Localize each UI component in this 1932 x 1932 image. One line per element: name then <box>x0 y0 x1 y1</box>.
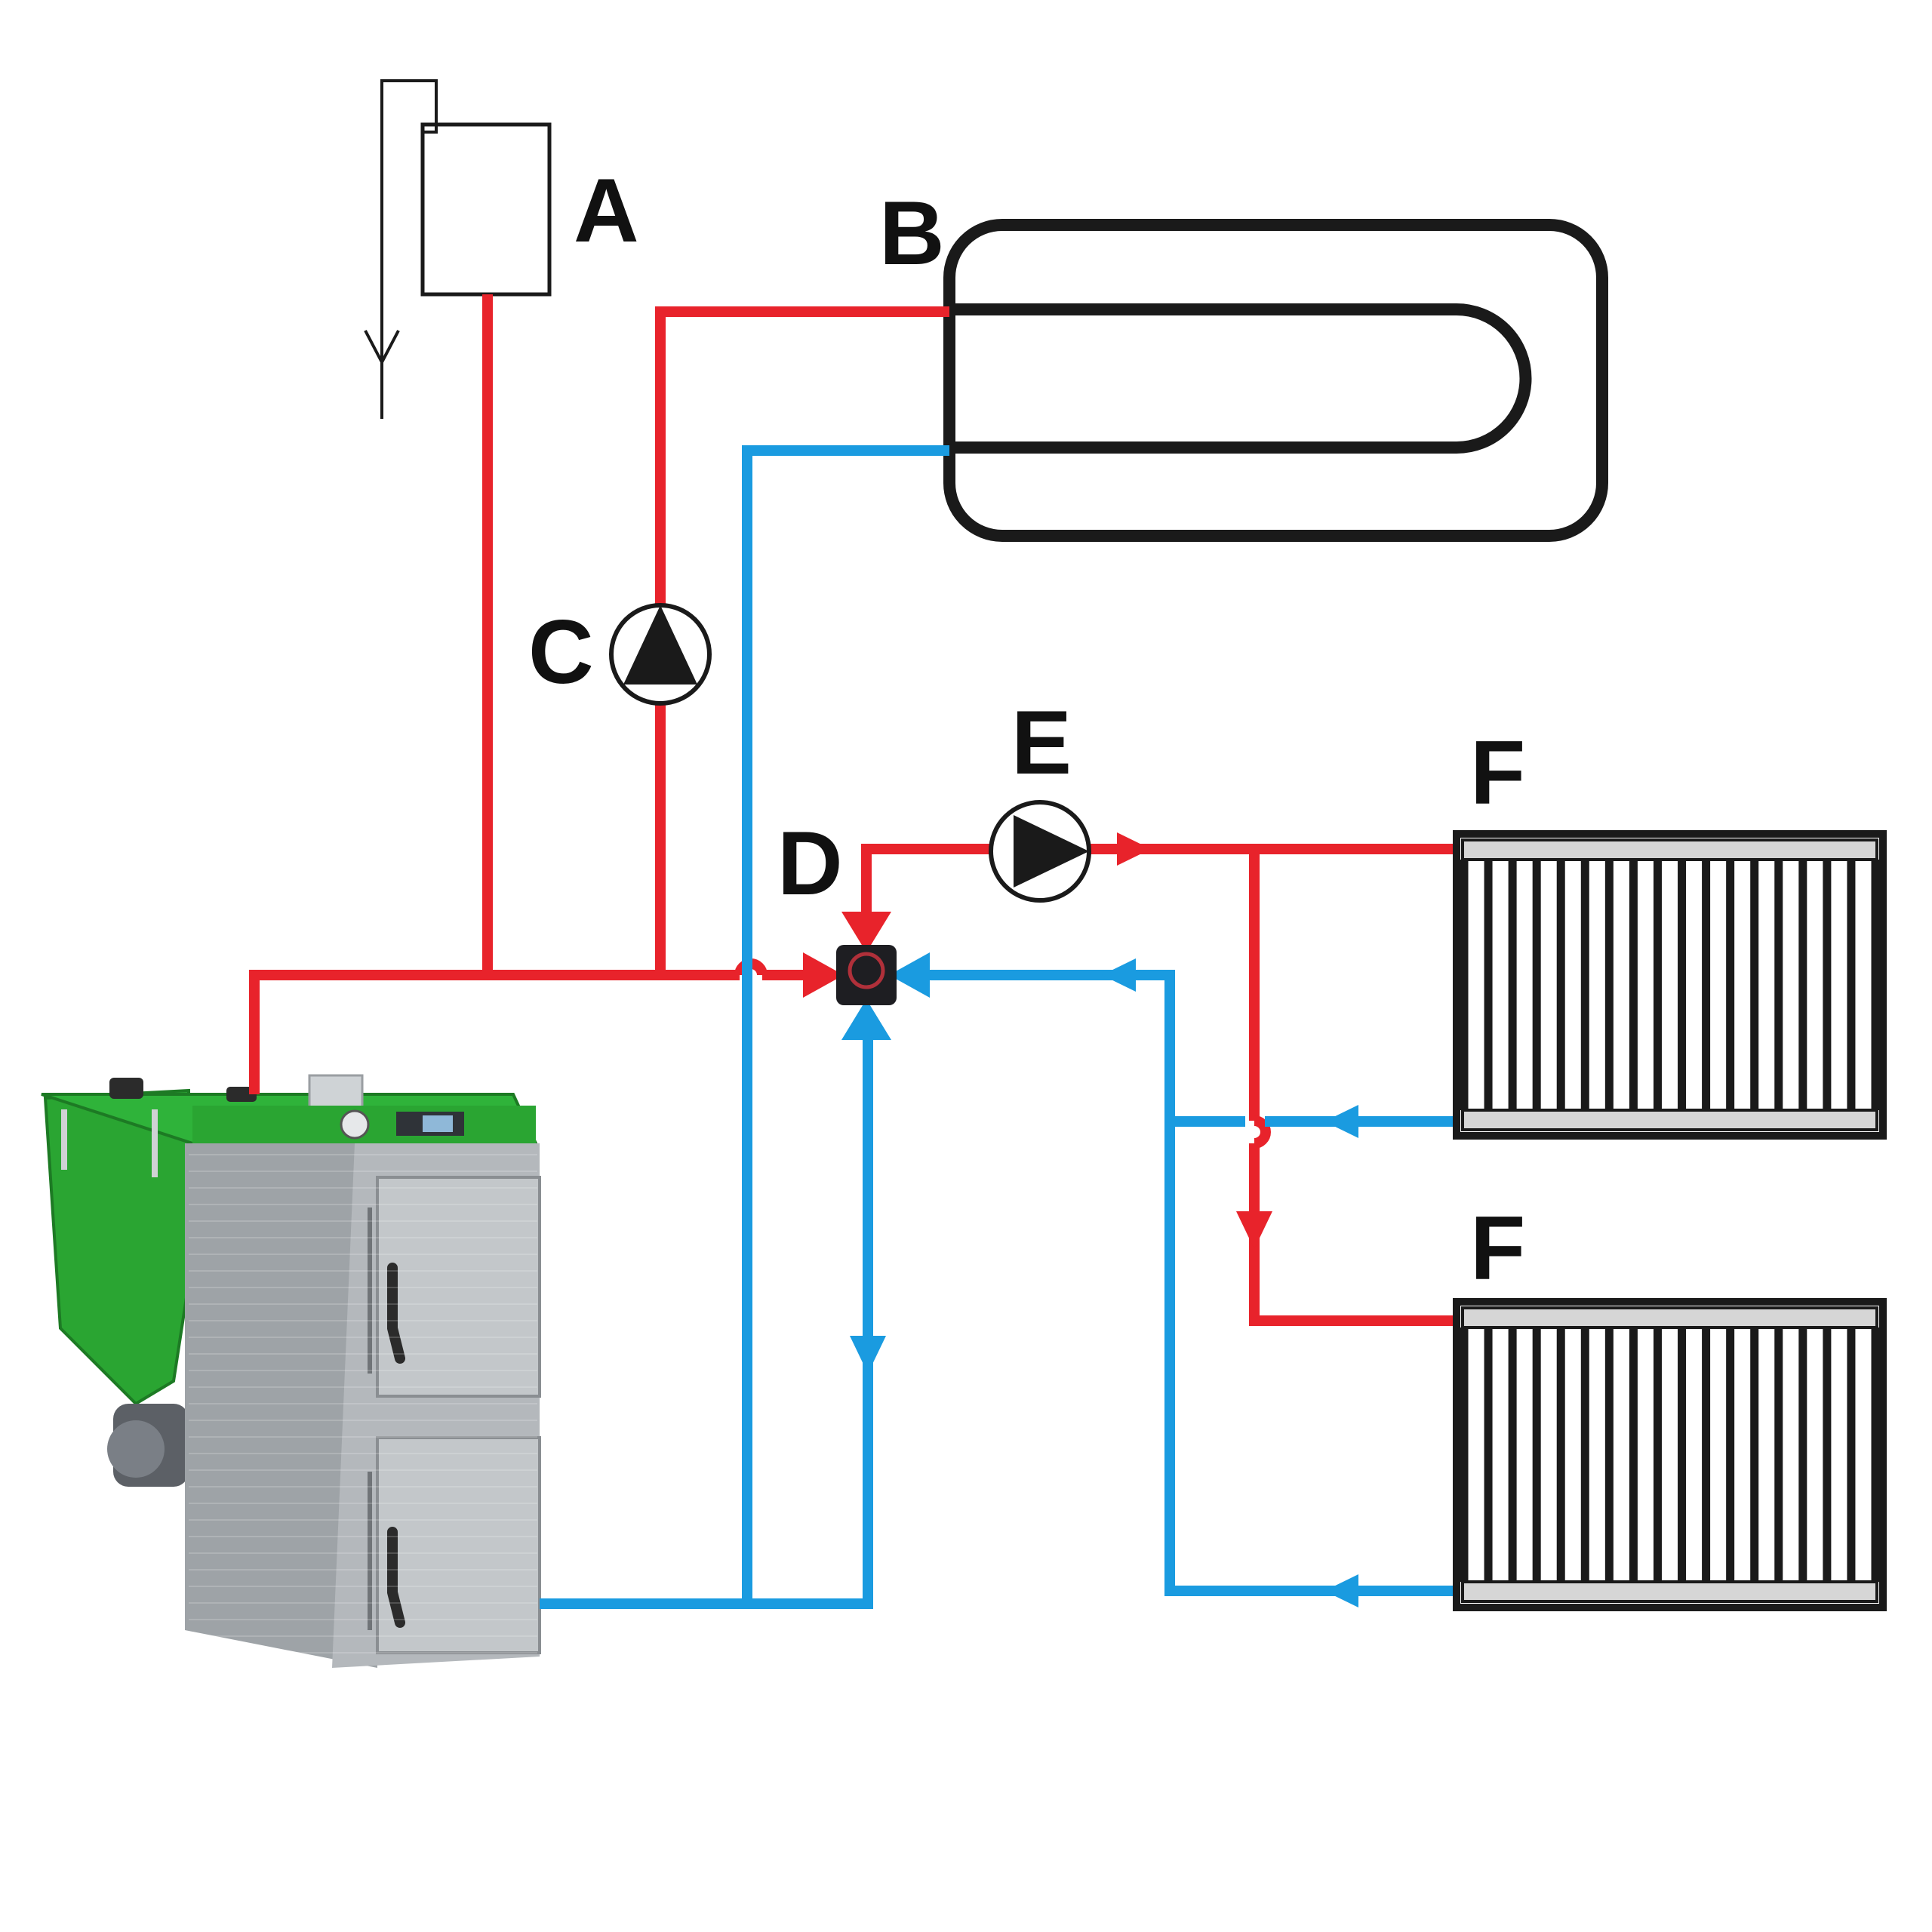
radiator-upper-top-header <box>1461 838 1878 861</box>
radiator-lower: F <box>1453 1198 1887 1611</box>
hot-pipes <box>249 294 1457 1326</box>
hot-water-cylinder: B <box>879 183 1608 542</box>
boiler-burner-motor <box>107 1420 165 1478</box>
boiler-texture <box>189 1154 537 1654</box>
radiator-upper-bottom-header <box>1461 1109 1878 1131</box>
label-f-lower: F <box>1470 1198 1525 1299</box>
label-d: D <box>777 813 843 914</box>
radiator-lower-top-header <box>1461 1306 1878 1329</box>
flow-arrows <box>850 832 1358 1607</box>
arrow-cold-left <box>1102 958 1136 992</box>
pump-e-triangle-icon <box>1014 815 1089 888</box>
overflow-pipe-end <box>364 330 400 366</box>
label-b: B <box>879 183 945 284</box>
radiator-lower-frame <box>1453 1298 1887 1611</box>
valve-knob-icon <box>848 952 885 989</box>
valve-port-left <box>803 952 844 998</box>
mixing-valve-d: D <box>777 813 930 1040</box>
arrow-cold-left <box>1324 1574 1358 1607</box>
radiator-riser-hop <box>1254 1115 1271 1149</box>
cylinder-flow-pipe <box>655 306 949 975</box>
radiator-lower-bottom-header <box>1461 1580 1878 1603</box>
boiler-flow-pipe <box>249 970 740 1094</box>
pump-e: E <box>989 692 1091 903</box>
boiler-controller-screen <box>423 1115 453 1132</box>
cylinder-coil <box>949 303 1532 454</box>
door-handle <box>387 1527 405 1628</box>
lid-handle <box>109 1078 143 1099</box>
boiler-thermometer <box>340 1109 370 1140</box>
arrow-cold-left <box>1324 1105 1358 1138</box>
pump-c: C <box>528 601 712 706</box>
radiator-lower-flow <box>1249 1143 1457 1326</box>
boiler-side-panel <box>185 1143 377 1668</box>
door-handle <box>387 1263 405 1364</box>
boiler-flue <box>308 1074 364 1109</box>
label-e: E <box>1011 692 1072 793</box>
arrow-hot-right <box>1117 832 1151 866</box>
expansion-tank-body <box>420 122 552 297</box>
valve-port-top <box>841 912 891 952</box>
expansion-tank: A <box>364 79 639 419</box>
valve-port-bottom <box>841 999 891 1040</box>
pump-c-triangle-icon <box>623 605 697 685</box>
radiator-upper: F <box>1453 722 1887 1140</box>
label-a: A <box>574 160 639 261</box>
boiler-lower-door <box>376 1436 541 1654</box>
overflow-pipe <box>380 79 438 419</box>
cylinder-shell <box>943 219 1608 542</box>
radiator-return-main <box>921 970 1457 1596</box>
radiator-upper-frame <box>1453 830 1887 1140</box>
mixed-flow-pipe <box>861 844 1453 913</box>
cold-pipes <box>540 445 1457 1609</box>
label-c: C <box>528 601 594 703</box>
arrow-cold-down <box>850 1336 886 1374</box>
boiler <box>41 1074 541 1668</box>
label-f-upper: F <box>1470 722 1525 823</box>
valve-port-right <box>889 952 930 998</box>
cylinder-return-pipe <box>742 445 949 1604</box>
boiler-return-pipe <box>540 1038 873 1609</box>
arrow-hot-down <box>1236 1211 1272 1249</box>
